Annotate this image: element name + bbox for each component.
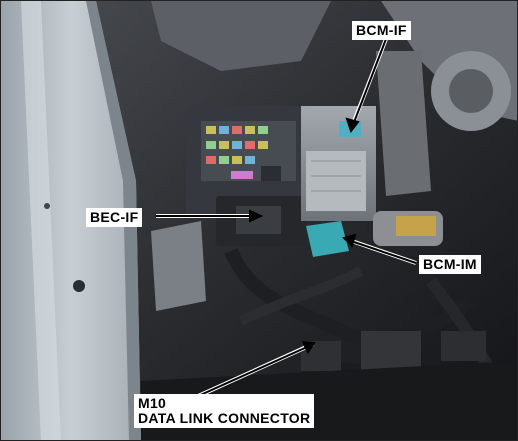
column-bracket	[376, 51, 431, 196]
metal-bracket	[151, 221, 206, 311]
callout-m10: M10 DATA LINK CONNECTOR	[134, 394, 315, 428]
arrowhead-m10	[301, 340, 316, 354]
fuse-grid	[201, 121, 296, 181]
callout-bcm-im: BCM-IM	[419, 255, 481, 274]
wire-harness	[224, 248, 476, 346]
arrowhead-bcm-im	[342, 233, 357, 248]
leader-line-bcm-im	[350, 240, 417, 264]
callout-bcm-if: BCM-IF	[352, 21, 411, 40]
callout-m10-description: DATA LINK CONNECTOR	[138, 410, 311, 426]
dash-upper-structure	[151, 1, 331, 71]
arrowhead-bcm-if	[345, 117, 360, 134]
callout-m10-code: M10	[138, 395, 167, 411]
leader-line-bcm-if	[352, 38, 387, 126]
bcm-im-connector	[306, 221, 349, 257]
arrowhead-bec-if	[249, 209, 264, 223]
callout-bec-if: BEC-IF	[86, 208, 143, 227]
pillar-clip	[73, 280, 85, 292]
leader-line-m10	[195, 346, 308, 398]
